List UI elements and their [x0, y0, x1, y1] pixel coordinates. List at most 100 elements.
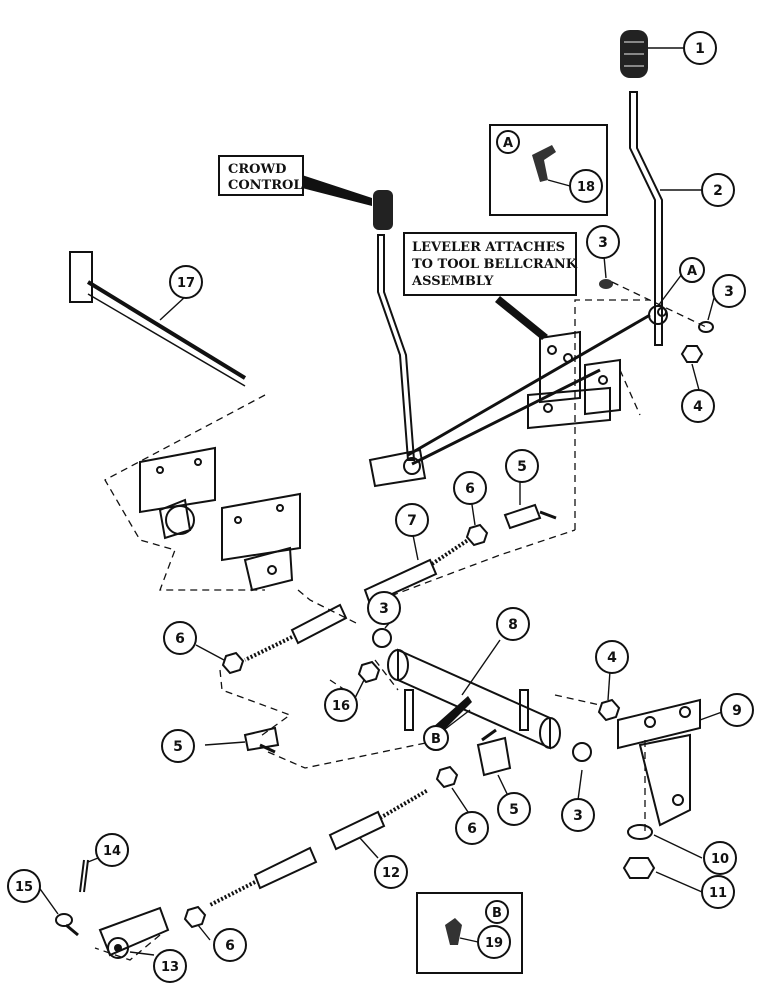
callout-label: 10 — [711, 852, 729, 867]
detail-part-a: 18 — [577, 180, 595, 195]
leveler-note: LEVELER ATTACHES TO TOOL BELLCRANK ASSEM… — [403, 232, 578, 296]
callout-13: 13 — [153, 949, 187, 983]
callout-9: 9 — [720, 693, 754, 727]
callout-15: 15 — [7, 869, 41, 903]
callout-5: 5 — [505, 449, 539, 483]
assembly-lines — [94, 281, 707, 961]
crowd-note-line-2: CONTROL — [228, 178, 303, 193]
callout-label: 12 — [382, 866, 400, 881]
callout-14: 14 — [95, 833, 129, 867]
callout-label: 9 — [732, 703, 742, 719]
detail-letter-a: A — [503, 136, 513, 151]
callout-5: 5 — [161, 729, 195, 763]
callout-3: 3 — [367, 591, 401, 625]
callout-6: 6 — [163, 621, 197, 655]
grip-handle — [620, 30, 648, 78]
leveler-note-line-1: LEVELER ATTACHES — [412, 240, 565, 255]
callout-2: 2 — [701, 173, 735, 207]
washer — [627, 824, 653, 840]
clevis — [98, 906, 170, 959]
callout-label: 6 — [467, 821, 477, 837]
callout-3: 3 — [586, 225, 620, 259]
nut — [357, 660, 381, 684]
crowd-control-note: CROWD CONTROL — [218, 155, 304, 196]
callout-label: 1 — [695, 41, 705, 57]
callout-label: 3 — [598, 235, 608, 251]
rod-end — [476, 728, 512, 777]
lever — [629, 91, 668, 346]
callout-3: 3 — [712, 274, 746, 308]
callout-label: 16 — [332, 699, 350, 714]
nut — [183, 905, 207, 929]
reference-a: A — [679, 257, 705, 283]
callout-16: 16 — [324, 688, 358, 722]
plate-bracket — [617, 698, 701, 827]
detail-letter-b: B — [492, 906, 502, 921]
callout-label: 6 — [175, 631, 185, 647]
nut — [597, 698, 621, 722]
callout-label: 17 — [177, 276, 195, 291]
callout-label: 4 — [607, 650, 617, 666]
nut — [465, 523, 489, 547]
detail-box-a: A 18 — [489, 124, 608, 216]
callout-6: 6 — [453, 471, 487, 505]
callout-6: 6 — [455, 811, 489, 845]
note-pointer — [495, 296, 548, 340]
crowd-note-line-1: CROWD — [228, 162, 286, 177]
detail-part-b: 19 — [485, 936, 503, 951]
bushing — [599, 279, 613, 289]
note-pointer — [302, 175, 372, 206]
turnbuckle — [363, 538, 470, 606]
nut — [435, 765, 459, 789]
callout-label: 6 — [465, 481, 475, 497]
callout-12: 12 — [374, 855, 408, 889]
callout-label: 6 — [225, 938, 235, 954]
nut — [622, 857, 656, 879]
reference-b: B — [423, 725, 449, 751]
svg-text:A: A — [687, 264, 697, 279]
callout-17: 17 — [169, 265, 203, 299]
leveler-note-line-2: TO TOOL BELLCRANK — [412, 257, 578, 272]
callout-label: 5 — [517, 459, 527, 475]
bushing — [572, 742, 592, 762]
leveler-note-line-3: ASSEMBLY — [411, 274, 494, 289]
callout-3: 3 — [561, 798, 595, 832]
rod-end — [503, 503, 557, 530]
bushing — [698, 321, 714, 333]
callout-label: 11 — [709, 886, 727, 901]
callout-label: 5 — [173, 739, 183, 755]
callout-4: 4 — [681, 389, 715, 423]
turnbuckle — [244, 603, 348, 662]
callout-7: 7 — [395, 503, 429, 537]
callout-5: 5 — [497, 792, 531, 826]
callout-label: 3 — [724, 284, 734, 300]
callout-4: 4 — [595, 640, 629, 674]
mount-bracket — [139, 446, 301, 592]
detail-box-b: B 19 — [416, 892, 523, 974]
callout-label: 2 — [713, 183, 723, 199]
cross-tube — [387, 648, 561, 750]
bushing — [372, 628, 392, 648]
callout-label: 15 — [15, 880, 33, 895]
callout-label: 3 — [379, 601, 389, 617]
crowd-control-lever — [368, 190, 427, 488]
rod-end — [243, 726, 280, 754]
callout-1: 1 — [683, 31, 717, 65]
callout-11: 11 — [701, 875, 735, 909]
nut — [680, 345, 704, 363]
callout-10: 10 — [703, 841, 737, 875]
grease-fitting-icon — [445, 918, 462, 945]
callout-label: 4 — [693, 399, 703, 415]
svg-text:B: B — [431, 732, 441, 747]
callout-6: 6 — [213, 928, 247, 962]
callout-label: 5 — [509, 802, 519, 818]
grease-fitting-icon — [532, 145, 556, 182]
callout-label: 14 — [103, 844, 121, 859]
nut — [221, 651, 245, 675]
callout-8: 8 — [496, 607, 530, 641]
callout-label: 3 — [573, 808, 583, 824]
callout-label: 13 — [161, 960, 179, 975]
cotter-pin — [79, 859, 89, 893]
callout-label: 8 — [508, 617, 518, 633]
